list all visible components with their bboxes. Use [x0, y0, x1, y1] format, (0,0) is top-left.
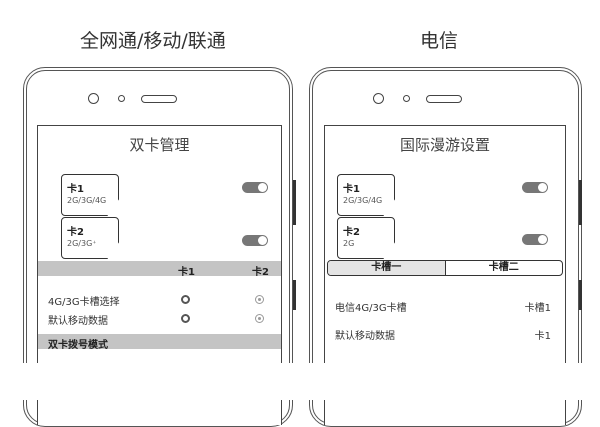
screen-title: 双卡管理	[129, 136, 190, 154]
sim1-toggle[interactable]	[522, 182, 548, 193]
section-title: 双卡拨号模式	[48, 340, 108, 351]
side-button	[579, 180, 582, 225]
sim-network: 2G/3G⁺	[67, 239, 97, 248]
tab-slot-1[interactable]: 卡槽一	[328, 261, 446, 275]
side-button	[293, 180, 296, 225]
tab-slot-2[interactable]: 卡槽二	[488, 262, 519, 273]
sim-network: 2G/3G/4G	[343, 196, 383, 205]
sim-name: 卡1	[343, 184, 360, 195]
sim-card-2: 卡2 2G	[337, 217, 395, 259]
row-label: 电信4G/3G卡槽	[335, 303, 407, 314]
sim-name: 卡2	[67, 227, 84, 238]
sim-network: 2G	[343, 239, 355, 248]
sim-network: 2G/3G/4G	[67, 196, 107, 205]
left-heading: 全网通/移动/联通	[80, 30, 226, 52]
speaker-icon	[426, 95, 462, 103]
sim2-toggle[interactable]	[242, 235, 268, 246]
row-label: 默认移动数据	[48, 316, 108, 327]
row-value[interactable]: 卡1	[534, 331, 551, 342]
radio-sim1[interactable]	[181, 314, 190, 323]
radio-sim1[interactable]	[181, 295, 190, 304]
row-label: 默认移动数据	[335, 331, 395, 342]
column-sim2: 卡2	[252, 267, 269, 278]
sensor-icon	[403, 95, 410, 102]
side-button	[579, 280, 582, 310]
row-value[interactable]: 卡槽1	[524, 303, 551, 314]
radio-sim2[interactable]	[255, 314, 264, 323]
radio-sim2[interactable]	[255, 295, 264, 304]
camera-icon	[88, 93, 99, 104]
speaker-icon	[141, 95, 177, 103]
row-label: 4G/3G卡槽选择	[48, 297, 120, 308]
right-heading: 电信	[420, 30, 459, 52]
sensor-icon	[118, 95, 125, 102]
sim-name: 卡2	[343, 227, 360, 238]
sim-card-1: 卡1 2G/3G/4G	[61, 174, 119, 216]
sim1-toggle[interactable]	[242, 182, 268, 193]
sim-name: 卡1	[67, 184, 84, 195]
screen-title: 国际漫游设置	[399, 136, 490, 154]
sim-card-1: 卡1 2G/3G/4G	[337, 174, 395, 216]
camera-icon	[373, 93, 384, 104]
column-header-bar: 卡1 卡2	[38, 261, 281, 278]
section-bar: 双卡拨号模式	[38, 334, 281, 351]
side-button	[293, 280, 296, 310]
sim-card-2: 卡2 2G/3G⁺	[61, 217, 119, 259]
column-sim1: 卡1	[178, 267, 195, 278]
sim2-toggle[interactable]	[522, 234, 548, 245]
crop-mask	[0, 363, 600, 400]
slot-tabs: 卡槽一 卡槽二	[327, 260, 563, 276]
